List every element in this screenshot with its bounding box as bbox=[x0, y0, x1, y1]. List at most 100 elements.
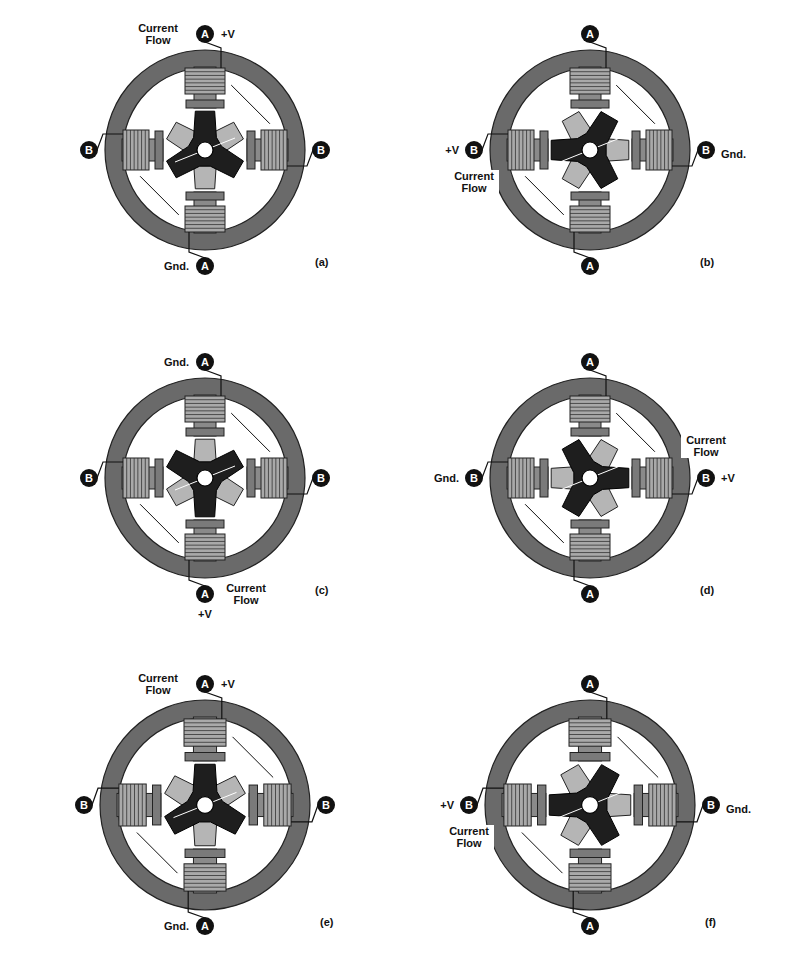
terminal-circle: A bbox=[581, 917, 599, 935]
stator-pole bbox=[247, 458, 313, 498]
stator-ring bbox=[114, 387, 296, 569]
stator-ring bbox=[494, 709, 686, 901]
coil-turn bbox=[569, 867, 611, 868]
coil-turn bbox=[279, 130, 280, 170]
coil-turn bbox=[185, 548, 225, 549]
stator-pole bbox=[570, 42, 610, 108]
pole-shoe bbox=[186, 520, 224, 528]
coil-turn bbox=[570, 79, 610, 80]
stator-pole bbox=[185, 42, 225, 108]
terminal-circle: A bbox=[196, 257, 214, 275]
supply-label: +V bbox=[438, 799, 456, 811]
coil-turn bbox=[142, 784, 143, 826]
pole-shoe bbox=[570, 849, 610, 857]
coil-turn bbox=[137, 458, 138, 498]
coil-turn bbox=[145, 130, 146, 170]
pole-shoe bbox=[632, 131, 640, 169]
coil bbox=[184, 719, 226, 746]
coil-turn bbox=[145, 458, 146, 498]
pole-shoe bbox=[186, 192, 224, 200]
terminal-letter: B bbox=[707, 799, 715, 811]
supply-label: Gnd. bbox=[162, 920, 191, 932]
coil-turn bbox=[275, 458, 276, 498]
terminal-circle: B bbox=[80, 141, 98, 159]
coil-turn bbox=[507, 784, 508, 826]
coil-turn bbox=[184, 887, 226, 888]
pole-shoe bbox=[153, 785, 161, 825]
stepper-motor bbox=[477, 692, 703, 918]
lead-wire bbox=[676, 805, 703, 822]
coil-turn bbox=[519, 784, 520, 826]
coil-turn bbox=[657, 458, 658, 498]
coil-turn bbox=[526, 130, 527, 170]
shaft-line bbox=[560, 138, 620, 162]
coil-turn bbox=[184, 883, 226, 884]
coil-turn bbox=[653, 458, 654, 498]
supply-label: +V bbox=[443, 144, 461, 156]
stator-pole bbox=[184, 692, 226, 761]
coil-turn bbox=[570, 548, 610, 549]
coil-turn bbox=[515, 130, 516, 170]
terminal-circle: A bbox=[581, 257, 599, 275]
coil-turn bbox=[569, 722, 611, 723]
lead-wire bbox=[287, 478, 313, 494]
coil-turn bbox=[570, 556, 610, 557]
coil-turn bbox=[185, 418, 225, 419]
stator-outline bbox=[485, 700, 695, 910]
pole-shoe bbox=[571, 100, 609, 108]
coil-turn bbox=[185, 414, 225, 415]
coil-link bbox=[525, 176, 564, 215]
pole-shoe bbox=[185, 753, 225, 761]
coil-link bbox=[231, 85, 270, 124]
coil-turn bbox=[283, 784, 284, 826]
coil-turn bbox=[268, 458, 269, 498]
terminal-letter: A bbox=[201, 260, 209, 272]
lead-wire bbox=[574, 232, 590, 258]
stator-pole bbox=[185, 192, 225, 258]
pole-shoe bbox=[186, 100, 224, 108]
stator-outline bbox=[490, 378, 690, 578]
coil-turn bbox=[653, 130, 654, 170]
stator-outline bbox=[508, 68, 672, 232]
stator-pole bbox=[482, 130, 548, 170]
coil-turn bbox=[570, 75, 610, 76]
coil-turn bbox=[126, 784, 127, 826]
coil-turn bbox=[185, 209, 225, 210]
rotor-hub bbox=[582, 142, 598, 158]
coil-turn bbox=[184, 875, 226, 876]
current-flow-label: Current Flow bbox=[449, 170, 499, 194]
terminal-letter: A bbox=[586, 260, 594, 272]
coil-turn bbox=[511, 458, 512, 498]
coil-link bbox=[231, 413, 270, 452]
lead-wire bbox=[188, 891, 205, 918]
pole-shoe bbox=[185, 849, 225, 857]
pole-shoe bbox=[249, 785, 257, 825]
stator-ring bbox=[499, 59, 681, 241]
terminal-circle: A bbox=[196, 25, 214, 43]
coil-turn bbox=[649, 458, 650, 498]
terminal-circle: B bbox=[460, 796, 478, 814]
terminal-circle: B bbox=[465, 141, 483, 159]
coil-turn bbox=[185, 410, 225, 411]
pole-shoe bbox=[634, 785, 642, 825]
coil bbox=[570, 68, 610, 94]
lead-wire bbox=[590, 42, 606, 68]
coil-turn bbox=[519, 458, 520, 498]
lead-wire bbox=[574, 560, 590, 586]
coil bbox=[649, 784, 676, 826]
coil-turn bbox=[570, 407, 610, 408]
coil-turn bbox=[668, 784, 669, 826]
coil-turn bbox=[522, 458, 523, 498]
terminal-letter: B bbox=[702, 472, 710, 484]
pole-shoe bbox=[571, 428, 609, 436]
terminal-letter: A bbox=[586, 678, 594, 690]
terminal-letter: A bbox=[586, 920, 594, 932]
current-flow-label: Current Flow bbox=[133, 22, 183, 46]
current-flow-label: Current Flow bbox=[681, 434, 731, 458]
coil-turn bbox=[569, 879, 611, 880]
coil-turn bbox=[134, 784, 135, 826]
coil-turn bbox=[184, 738, 226, 739]
coil-turn bbox=[275, 784, 276, 826]
coil-turn bbox=[268, 130, 269, 170]
terminal-circle: B bbox=[697, 141, 715, 159]
